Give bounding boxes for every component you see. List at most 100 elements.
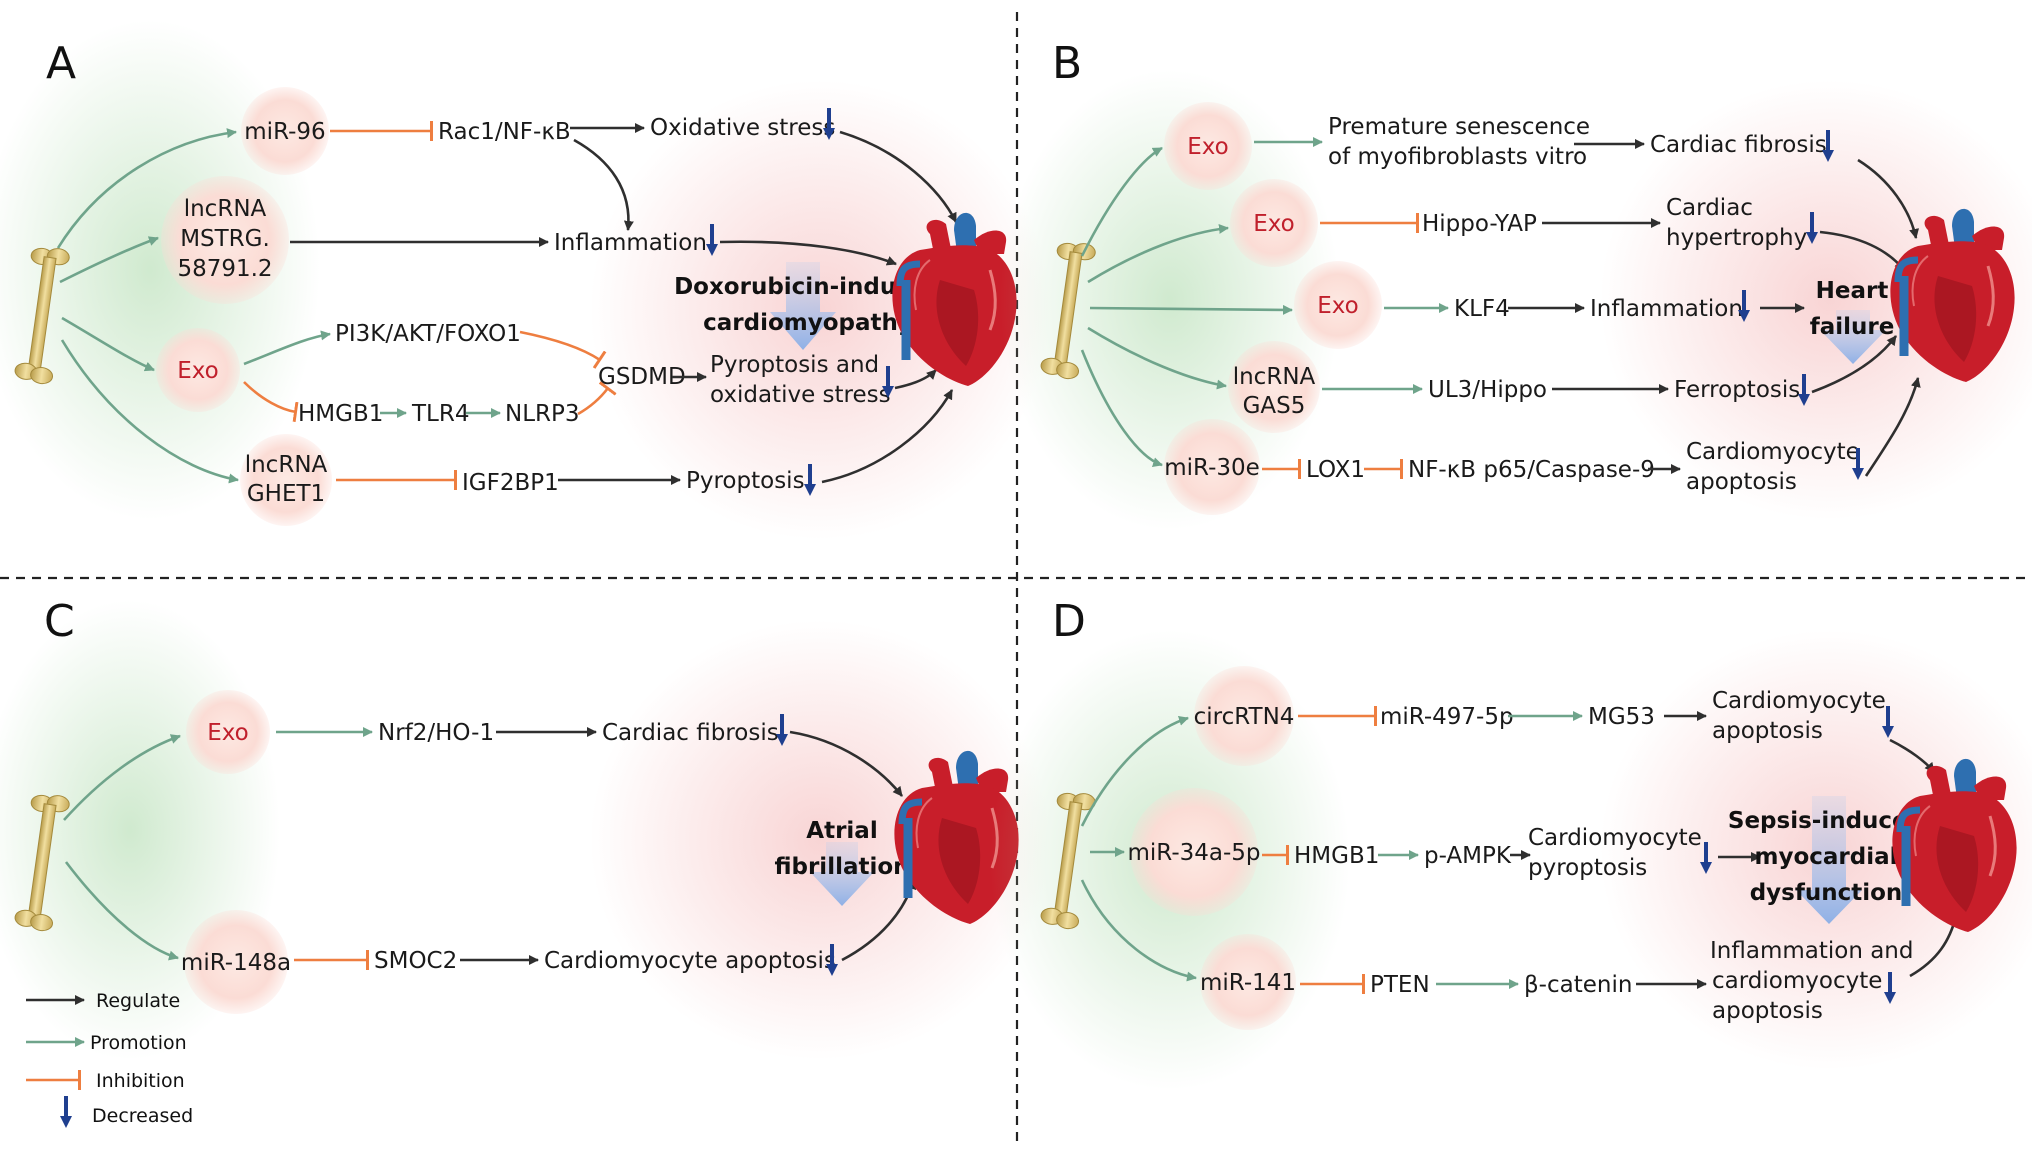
label-exo-c: Exo <box>207 720 249 746</box>
big-arrow-icon <box>810 842 874 906</box>
node-mir-141 <box>1200 934 1296 1030</box>
label-apoptosis-d-2: apoptosis <box>1712 718 1823 744</box>
label-lncrna-mstrg-2: MSTRG. <box>180 226 270 252</box>
label-premature-2: of myofibroblasts vitro <box>1328 144 1587 170</box>
big-arrow-icon <box>1796 796 1862 924</box>
panel-label-c: C <box>44 596 75 647</box>
label-infl-3: apoptosis <box>1712 998 1823 1024</box>
disease-d-1: Sepsis-induced <box>1728 808 1924 834</box>
label-infl-1: Inflammation and <box>1710 938 1914 964</box>
label-apoptosis-b-1: Cardiomyocyte <box>1686 439 1860 465</box>
label-tlr4: TLR4 <box>411 401 469 427</box>
label-ul3: UL3/Hippo <box>1428 377 1547 403</box>
node-exo-b3 <box>1294 261 1382 349</box>
big-arrow-icon <box>770 262 836 350</box>
legend-inhibition: Inhibition <box>96 1070 185 1092</box>
disease-b-2: failure <box>1810 314 1895 340</box>
legend: Regulate Promotion Inhibition Decreased <box>26 990 193 1128</box>
disease-b-1: Heart <box>1816 278 1889 304</box>
label-hippo-yap: Hippo-YAP <box>1422 211 1537 237</box>
label-cardiac-fibrosis-c: Cardiac fibrosis <box>602 720 779 746</box>
label-inflammation-b: Inflammation <box>1590 296 1743 322</box>
label-igf2bp1: IGF2BP1 <box>462 470 559 496</box>
label-smoc2: SMOC2 <box>374 948 457 974</box>
label-nfkb: NF-κB p65/Caspase-9 <box>1408 457 1655 483</box>
label-rac1: Rac1/NF-κB <box>438 119 571 145</box>
label-pyroptosis-a: Pyroptosis <box>686 468 805 494</box>
label-lncrna-ghet1-1: lncRNA <box>245 452 328 478</box>
label-pi3k: PI3K/AKT/FOXO1 <box>335 321 521 347</box>
label-apoptosis-d-1: Cardiomyocyte <box>1712 688 1886 714</box>
label-lncrna-mstrg-3: 58791.2 <box>177 256 272 282</box>
disease-d-3: dysfunction <box>1750 880 1903 906</box>
node-lncrna-mstrg <box>161 176 289 304</box>
label-bcatenin: β-catenin <box>1524 972 1632 998</box>
label-premature-1: Premature senescence <box>1328 114 1590 140</box>
panel-b: B Exo Exo Exo lncRNA GAS5 miR-30e Premat… <box>1000 38 2032 530</box>
node-mir-30e <box>1164 419 1260 515</box>
label-pampk: p-AMPK <box>1424 843 1512 869</box>
disease-a-2: cardiomyopathy <box>703 310 913 336</box>
label-hmgb1-d: HMGB1 <box>1294 843 1379 869</box>
label-pyro-ox-1: Pyroptosis and <box>710 352 879 378</box>
label-hmgb1-a: HMGB1 <box>298 401 383 427</box>
label-circrtn4: circRTN4 <box>1194 704 1295 730</box>
label-infl-2: cardiomyocyte <box>1712 968 1882 994</box>
panel-label-b: B <box>1052 38 1082 89</box>
label-lncrna-ghet1-2: GHET1 <box>247 481 325 507</box>
decreased-icon <box>60 1096 72 1128</box>
label-klf4: KLF4 <box>1454 296 1510 322</box>
node-exo-c <box>186 690 270 774</box>
label-exo-a: Exo <box>177 358 219 384</box>
panel-c: C Exo miR-148a Nrf2/HO-1 Cardiac fibrosi… <box>0 596 1050 1128</box>
disease-c-2: fibrillation <box>774 854 909 880</box>
label-mg53: MG53 <box>1588 704 1655 730</box>
label-exo-b1: Exo <box>1187 134 1229 160</box>
panel-label-d: D <box>1052 596 1086 647</box>
label-cardiac-fibrosis-b: Cardiac fibrosis <box>1650 132 1827 158</box>
node-mir-96 <box>241 87 329 175</box>
legend-decreased: Decreased <box>92 1105 193 1127</box>
label-mir-34a: miR-34a-5p <box>1127 840 1260 866</box>
big-arrow-icon <box>1820 310 1886 364</box>
node-exo-b1 <box>1164 102 1252 190</box>
panel-d: D circRTN4 miR-34a-5p miR-141 miR-497-5p… <box>990 596 2032 1090</box>
legend-promotion: Promotion <box>90 1032 187 1054</box>
label-mir497: miR-497-5p <box>1380 704 1514 730</box>
legend-regulate: Regulate <box>96 990 180 1012</box>
disease-c-1: Atrial <box>806 818 877 844</box>
label-oxidative-stress: Oxidative stress <box>650 115 835 141</box>
label-lncrna-gas5-1: lncRNA <box>1233 364 1316 390</box>
label-hypertrophy-1: Cardiac <box>1666 195 1753 221</box>
panel-label-a: A <box>46 38 76 89</box>
node-exo-b2 <box>1230 179 1318 267</box>
node-circrtn4 <box>1194 666 1294 766</box>
label-pten: PTEN <box>1370 972 1430 998</box>
label-ferroptosis: Ferroptosis <box>1674 377 1800 403</box>
panel-a: A miR-96 lncRNA MSTRG. 58791.2 Exo lncRN… <box>0 20 1050 540</box>
label-pyroptosis-d-2: pyroptosis <box>1528 855 1647 881</box>
label-nlrp3: NLRP3 <box>505 401 580 427</box>
label-apoptosis-b-2: apoptosis <box>1686 469 1797 495</box>
label-lncrna-mstrg-1: lncRNA <box>184 196 267 222</box>
label-mir-30e: miR-30e <box>1164 455 1260 481</box>
label-mir-96: miR-96 <box>244 119 325 145</box>
label-pyroptosis-d-1: Cardiomyocyte <box>1528 825 1702 851</box>
node-mir-148a <box>184 910 288 1014</box>
label-hypertrophy-2: hypertrophy <box>1666 225 1807 251</box>
label-exo-b3: Exo <box>1317 293 1359 319</box>
label-pyro-ox-2: oxidative stress <box>710 382 891 408</box>
node-exo-a <box>156 328 240 412</box>
label-lncrna-gas5-2: GAS5 <box>1243 393 1306 419</box>
label-mir-141: miR-141 <box>1200 970 1296 996</box>
node-lncrna-ghet1 <box>240 434 332 526</box>
disease-d-2: myocardial <box>1754 844 1897 870</box>
node-lncrna-gas5 <box>1228 341 1320 433</box>
label-exo-b2: Exo <box>1253 211 1295 237</box>
node-mir-34a <box>1130 788 1258 916</box>
label-inflammation-a: Inflammation <box>554 230 707 256</box>
label-nrf2: Nrf2/HO-1 <box>378 720 494 746</box>
label-mir-148a: miR-148a <box>181 950 291 976</box>
label-lox1: LOX1 <box>1306 457 1365 483</box>
